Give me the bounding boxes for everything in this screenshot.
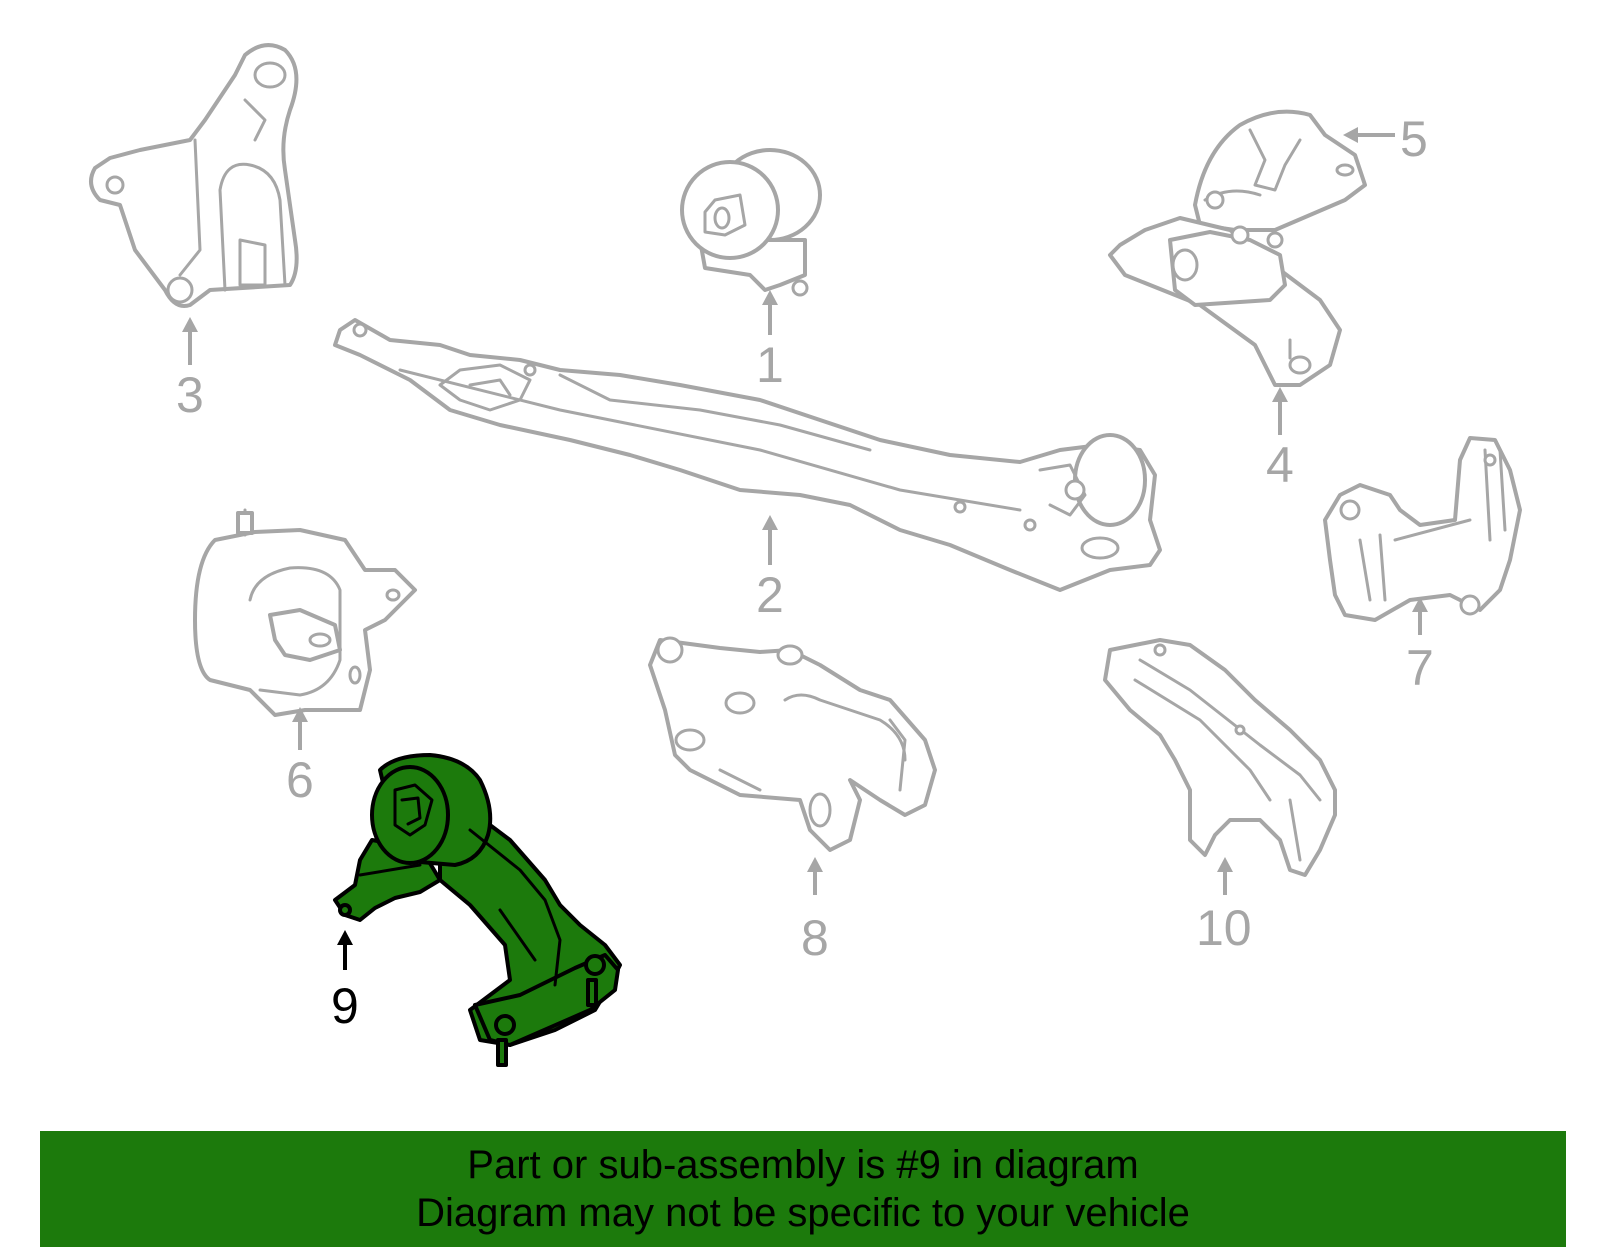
callout-9: 9 <box>331 978 359 1034</box>
arrow-3 <box>182 317 198 365</box>
part-7-bracket[interactable] <box>1323 436 1522 622</box>
callout-6: 6 <box>286 752 314 808</box>
callout-1: 1 <box>756 337 784 393</box>
part-1-mount[interactable] <box>680 148 822 297</box>
banner-line-2: Diagram may not be specific to your vehi… <box>416 1191 1190 1235</box>
part-10-bracket[interactable] <box>1103 638 1337 877</box>
arrow-8 <box>807 857 823 895</box>
arrow-4 <box>1272 387 1288 435</box>
part-3-bracket[interactable] <box>89 43 299 308</box>
banner-line-1: Part or sub-assembly is #9 in diagram <box>467 1143 1139 1187</box>
callout-5: 5 <box>1400 111 1428 167</box>
part-8-bracket[interactable] <box>648 636 937 852</box>
info-banner: Part or sub-assembly is #9 in diagram Di… <box>40 1131 1566 1247</box>
part-9-mount-highlighted[interactable] <box>333 753 622 1067</box>
callout-8: 8 <box>801 910 829 966</box>
arrow-2 <box>762 515 778 565</box>
arrow-9 <box>337 930 353 970</box>
part-5-bracket[interactable] <box>1193 109 1367 232</box>
callout-arrows <box>182 127 1428 970</box>
part-6-mount[interactable] <box>193 508 417 717</box>
callout-10: 10 <box>1196 900 1252 956</box>
arrow-10 <box>1217 857 1233 895</box>
callout-4: 4 <box>1266 437 1294 493</box>
arrow-5 <box>1343 127 1395 143</box>
arrow-7 <box>1412 597 1428 635</box>
part-4-mount[interactable] <box>1108 190 1342 387</box>
callout-2: 2 <box>756 567 784 623</box>
part-2-crossmember[interactable] <box>333 318 1162 592</box>
arrow-6 <box>292 707 308 750</box>
arrow-1 <box>762 290 778 335</box>
callout-3: 3 <box>176 367 204 423</box>
callout-7: 7 <box>1406 640 1434 696</box>
